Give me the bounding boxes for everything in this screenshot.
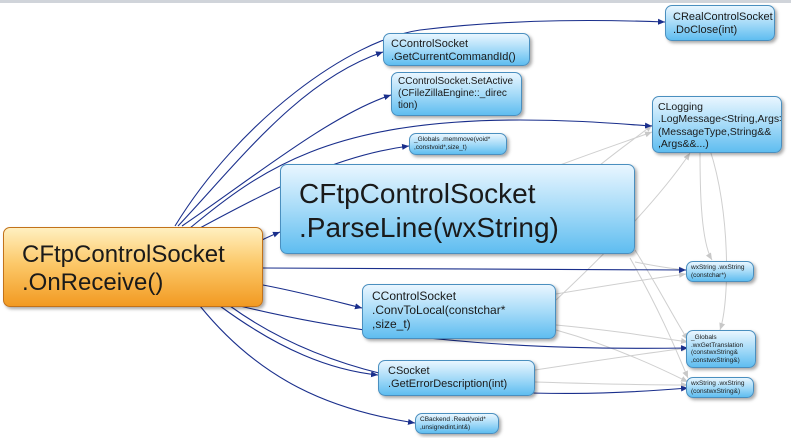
edge-convtolocal-wxstring1 — [555, 271, 687, 295]
node-convtolocal-line3: ,size_t) — [372, 317, 411, 332]
node-onreceive-method: .OnReceive() — [22, 269, 164, 297]
node-setactive-line3: tion) — [398, 99, 418, 111]
edge-convtolocal-logging — [555, 152, 691, 301]
node-read-line2: ,unsignedint,int&) — [420, 423, 471, 431]
edge-onreceive-convtolocal — [262, 284, 363, 310]
node-convtolocal-line2: .ConvToLocal(constchar* — [372, 303, 506, 318]
edge-onreceive-doclose — [174, 18, 666, 227]
node-doclose-method: .DoClose(int) — [673, 23, 738, 36]
node-translation-line3: (constwxString& — [691, 349, 738, 357]
node-parseline[interactable]: CFtpControlSocket .ParseLine(wxString) — [280, 164, 635, 254]
node-translation-line4: ,constwxString&) — [691, 356, 740, 364]
node-wxstring2[interactable]: wxString .wxString (constwxString&) — [686, 377, 754, 398]
edge-logging-wxstring — [709, 149, 728, 331]
node-onreceive-class: CFtpControlSocket — [22, 241, 225, 268]
node-logging-class: CLogging — [658, 101, 703, 113]
node-wxstring1-line1: wxString .wxString — [691, 264, 745, 271]
node-getcmd[interactable]: CControlSocket .GetCurrentCommandId() — [383, 33, 530, 66]
edge-onreceive-wxstring1 — [262, 266, 687, 273]
edge-onreceive-geterror — [219, 305, 379, 378]
node-read-line1: CBackend .Read(void* — [420, 416, 486, 423]
edge-parseline-translation — [634, 249, 689, 341]
node-parseline-class: CFtpControlSocket — [299, 178, 536, 209]
node-geterror-class: CSocket — [388, 365, 430, 377]
node-doclose-class: CRealControlSocket — [673, 11, 773, 23]
node-wxstring2-line2: (constwxString&) — [691, 387, 741, 395]
node-geterror-method: .GetErrorDescription(int) — [388, 377, 508, 390]
node-translation-line1: _Globals — [691, 334, 717, 341]
node-convtolocal-class: CControlSocket — [372, 289, 457, 303]
node-setactive[interactable]: CControlSocket.SetActive (CFileZillaEngi… — [391, 72, 522, 116]
edge-onreceive-translation — [239, 305, 689, 352]
edge-onreceive-read — [199, 305, 416, 425]
edge-logging-doclose — [699, 149, 713, 261]
edge-onreceive-setactive — [181, 94, 392, 227]
node-logging-line2: .LogMessage<String,Args> — [658, 113, 782, 126]
edge-onreceive-logging — [189, 119, 653, 229]
node-memmove[interactable]: _Globals .memmove(void* ,constvoid*,size… — [409, 133, 507, 155]
node-setactive-line1: CControlSocket.SetActive — [398, 76, 514, 87]
edge-convtolocal-translation — [555, 324, 689, 344]
node-logging-line4: ,Args&&...) — [658, 138, 709, 151]
edge-onreceive-getcmd — [177, 51, 384, 227]
node-memmove-line2: ,constvoid*,size_t) — [414, 143, 467, 151]
node-convtolocal[interactable]: CControlSocket .ConvToLocal(constchar* ,… — [362, 284, 556, 339]
node-logging-line3: (MessageType,String&& — [658, 125, 772, 138]
node-memmove-line1: _Globals .memmove(void* — [414, 136, 491, 143]
edge-parseline-logging — [599, 124, 653, 166]
window-top-border — [0, 0, 791, 3]
node-setactive-line2: (CFileZillaEngine::_direc — [398, 87, 507, 99]
node-translation[interactable]: _Globals .wxGetTranslation (constwxStrin… — [686, 330, 756, 368]
node-translation-line2: .wxGetTranslation — [691, 341, 744, 349]
node-logging[interactable]: CLogging .LogMessage<String,Args> (Messa… — [652, 96, 782, 153]
edge-onreceive-parseline — [261, 231, 281, 241]
edge-convtolocal-wxstring2 — [555, 329, 689, 383]
edge-parseline-logging-2 — [559, 131, 653, 166]
node-getcmd-method: .GetCurrentCommandId() — [391, 50, 516, 63]
node-geterror[interactable]: CSocket .GetErrorDescription(int) — [378, 360, 535, 396]
node-wxstring1-line2: (constchar*) — [691, 271, 727, 279]
edge-parseline-wxstring2 — [629, 257, 689, 379]
node-onreceive[interactable]: CFtpControlSocket .OnReceive() — [3, 227, 263, 307]
node-doclose[interactable]: CRealControlSocket .DoClose(int) — [665, 5, 775, 41]
node-wxstring1[interactable]: wxString .wxString (constchar*) — [686, 261, 754, 282]
edge-geterror-wxstring2 — [534, 381, 689, 388]
node-getcmd-class: CControlSocket — [391, 38, 469, 50]
edge-geterror-translation — [534, 345, 689, 371]
node-parseline-method: .ParseLine(wxString) — [299, 211, 559, 243]
node-wxstring2-line1: wxString .wxString — [691, 380, 745, 387]
node-read[interactable]: CBackend .Read(void* ,unsignedint,int&) — [415, 413, 499, 434]
